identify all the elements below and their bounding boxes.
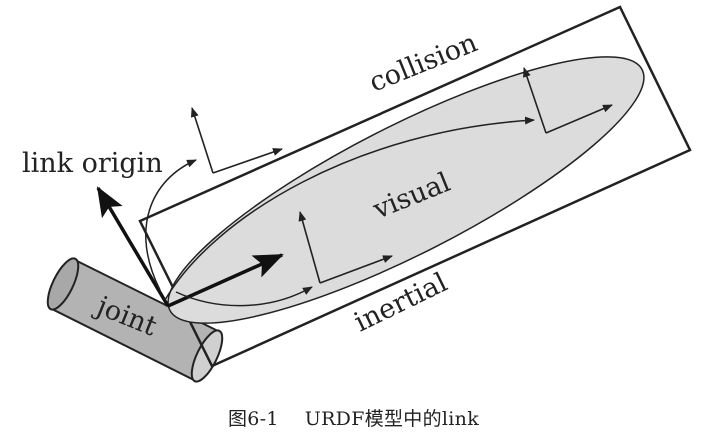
urdf-link-diagram: collision visual inertial joint link ori… (22, 5, 692, 383)
link-origin-z-axis (96, 186, 170, 307)
visual-frame (298, 211, 393, 284)
caption-text: URDF模型中的link (304, 408, 480, 430)
joint-cylinder-left-end (46, 257, 80, 311)
visual-frame-z-axis (298, 211, 321, 284)
transform-arc-to-inertial (164, 116, 535, 301)
collision-frame-x-axis (212, 148, 283, 174)
link-origin-frame (96, 186, 284, 308)
visual-frame-x-axis (319, 255, 393, 284)
link-origin-x-axis (167, 253, 284, 308)
collision-label: collision (365, 27, 482, 98)
inertial-frame-x-axis (545, 104, 613, 134)
link-origin-label: link origin (22, 148, 163, 179)
inertial-frame (523, 67, 613, 134)
inertial-frame-z-axis (523, 67, 547, 134)
caption-number: 图6-1 (227, 408, 279, 430)
collision-frame-z-axis (190, 107, 214, 174)
transform-arc-to-visual (175, 286, 313, 307)
figure-caption: 图6-1 URDF模型中的link (0, 404, 707, 432)
collision-frame (190, 107, 283, 174)
transform-arc-to-collision (145, 159, 197, 291)
